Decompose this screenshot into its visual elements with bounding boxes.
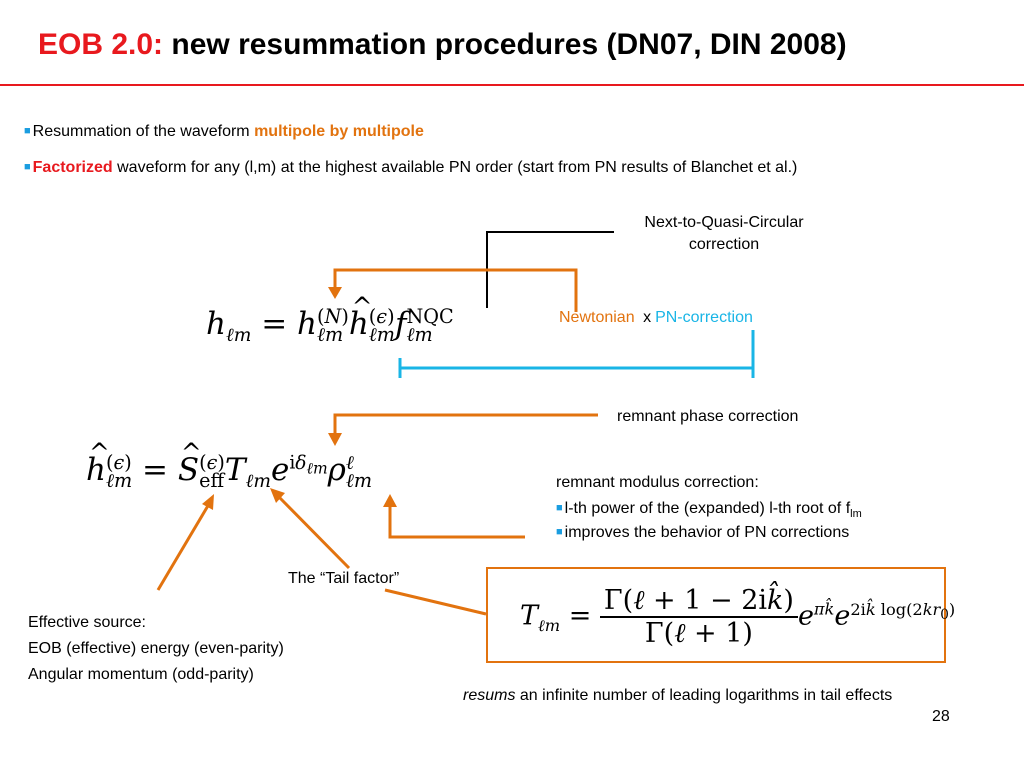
bullet-text: Resummation of the waveform (32, 123, 255, 140)
newtonian-arrowhead (328, 287, 342, 299)
remnant-modulus-label: remnant modulus correction: (556, 474, 759, 491)
tail-box-connector (384, 588, 487, 616)
effective-source-block: Effective source: EOB (effective) energy… (28, 610, 284, 688)
bullet-factorized: ■Factorized waveform for any (l,m) at th… (24, 159, 797, 177)
newtonian-connector (333, 268, 578, 312)
resums-rest: an infinite number of leading logarithms… (515, 687, 893, 704)
resums-caption: resums an infinite number of leading log… (463, 687, 892, 705)
modulus-item-1-text: l-th power of the (expanded) l-th root o… (564, 500, 851, 517)
bullet-highlight: Factorized (32, 159, 113, 176)
newtonian-label: Newtonian (559, 309, 635, 326)
effective-source-connector (156, 503, 211, 591)
remnant-phase-connector (333, 413, 598, 437)
equation-tail-factor: Tℓm = Γ(ℓ + 1 − 2ik̂)Γ(ℓ + 1)eπk̂e2ik̂ l… (520, 585, 956, 649)
tail-factor-connector (277, 495, 351, 570)
times-label: x (643, 309, 652, 326)
tail-factor-arrowhead (270, 488, 285, 503)
remnant-modulus-arrowhead (383, 494, 397, 507)
nqc-label-line1: Next-to-Quasi-Circular (644, 214, 804, 231)
resums-italic: resums (463, 687, 516, 704)
tail-fraction: Γ(ℓ + 1 − 2ik̂)Γ(ℓ + 1) (599, 585, 798, 649)
remnant-phase-label: remnant phase correction (617, 408, 799, 425)
effective-source-arrowhead (202, 494, 214, 510)
nqc-connector (486, 231, 614, 308)
bullet-square-icon: ■ (556, 502, 563, 514)
slide-title: EOB 2.0: new resummation procedures (DN0… (38, 28, 847, 62)
remnant-modulus-item-1: ■l-th power of the (expanded) l-th root … (556, 500, 862, 520)
angular-momentum-label: Angular momentum (odd-parity) (28, 666, 254, 683)
remnant-modulus-connector (388, 505, 525, 539)
bullet-square-icon: ■ (556, 526, 563, 538)
title-prefix: EOB 2.0: (38, 28, 164, 61)
title-divider (0, 84, 1024, 86)
effective-source-label: Effective source: (28, 614, 146, 631)
page-number: 28 (932, 708, 950, 725)
nqc-label: Next-to-Quasi-Circular correction (604, 212, 844, 256)
tail-factor-box (486, 567, 946, 663)
remnant-phase-arrowhead (328, 433, 342, 446)
bullet-resummation: ■Resummation of the waveform multipole b… (24, 123, 424, 141)
title-rest: new resummation procedures (DN07, DIN 20… (171, 28, 847, 61)
modulus-item-1-sub: lm (850, 508, 862, 521)
bullet-square-icon: ■ (24, 161, 31, 173)
bullet-highlight: multipole by multipole (254, 123, 424, 140)
remnant-modulus-item-2: ■improves the behavior of PN corrections (556, 524, 849, 542)
tail-factor-label: The “Tail factor” (288, 570, 400, 587)
bullet-text: waveform for any (l,m) at the highest av… (112, 159, 798, 176)
nqc-label-line2: correction (688, 236, 760, 253)
pn-correction-label: PN-correction (655, 309, 753, 326)
bullet-square-icon: ■ (24, 125, 31, 137)
modulus-item-2-text: improves the behavior of PN corrections (564, 524, 850, 541)
eob-energy-label: EOB (effective) energy (even-parity) (28, 640, 284, 657)
